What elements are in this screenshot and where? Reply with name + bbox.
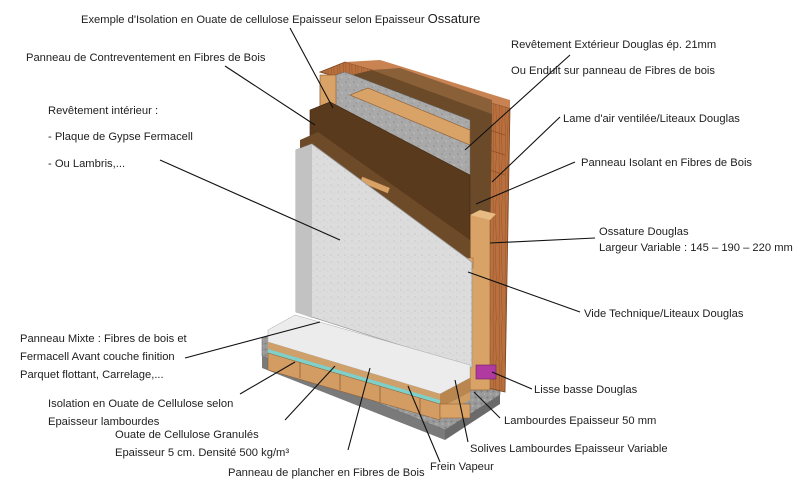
label-plaque-gypse: - Plaque de Gypse Fermacell: [48, 131, 193, 143]
label-ossature-word: Ossature: [427, 11, 481, 26]
label-vide-technique: Vide Technique/Liteaux Douglas: [584, 308, 744, 320]
label-ossature-douglas: Ossature Douglas: [599, 226, 689, 238]
label-revetement-exterieur: Revêtement Extérieur Douglas ép. 21mm: [511, 39, 717, 51]
floor-build-up: [267, 314, 471, 421]
label-lambris: - Ou Lambris,...: [48, 158, 126, 170]
label-exemple-isolation: Exemple d'Isolation en Ouate de cellulos…: [81, 11, 481, 27]
label-panneau-mixte-1: Panneau Mixte : Fibres de bois et: [20, 333, 187, 345]
label-enduit: Ou Enduit sur panneau de Fibres de bois: [511, 65, 715, 77]
leader-lines: [159, 27, 596, 463]
label-panneau-plancher: Panneau de plancher en Fibres de Bois: [228, 467, 425, 479]
label-lisse-basse: Lisse basse Douglas: [534, 384, 638, 396]
label-panneau-isolant: Panneau Isolant en Fibres de Bois: [581, 157, 753, 169]
label-revetement-interieur: Revêtement intérieur :: [48, 105, 159, 117]
label-ouate-granules-1: Ouate de Cellulose Granulés: [115, 429, 259, 441]
label-largeur-variable: Largeur Variable : 145 – 190 – 220 mm: [599, 242, 793, 254]
label-lame-air: Lame d'air ventilée/Liteaux Douglas: [563, 113, 740, 125]
sill-plate-purple: [475, 364, 497, 380]
label-panneau-mixte-3: Parquet flottant, Carrelage,...: [20, 369, 164, 381]
label-isolation-lambourdes-2: Epaisseur lambourdes: [48, 416, 160, 428]
label-ouate-granules-2: Epaisseur 5 cm. Densité 500 kg/m³: [115, 447, 290, 459]
label-frein-vapeur: Frein Vapeur: [430, 461, 494, 473]
label-panneau-mixte-2: Fermacell Avant couche finition: [20, 351, 175, 363]
label-isolation-lambourdes-1: Isolation en Ouate de Cellulose selon: [48, 398, 234, 410]
label-panneau-contreventement: Panneau de Contreventement en Fibres de …: [26, 52, 266, 64]
label-solives: Solives Lambourdes Epaisseur Variable: [470, 443, 668, 455]
interior-plasterboard: [295, 143, 473, 369]
label-lambourdes: Lambourdes Epaisseur 50 mm: [504, 415, 657, 427]
